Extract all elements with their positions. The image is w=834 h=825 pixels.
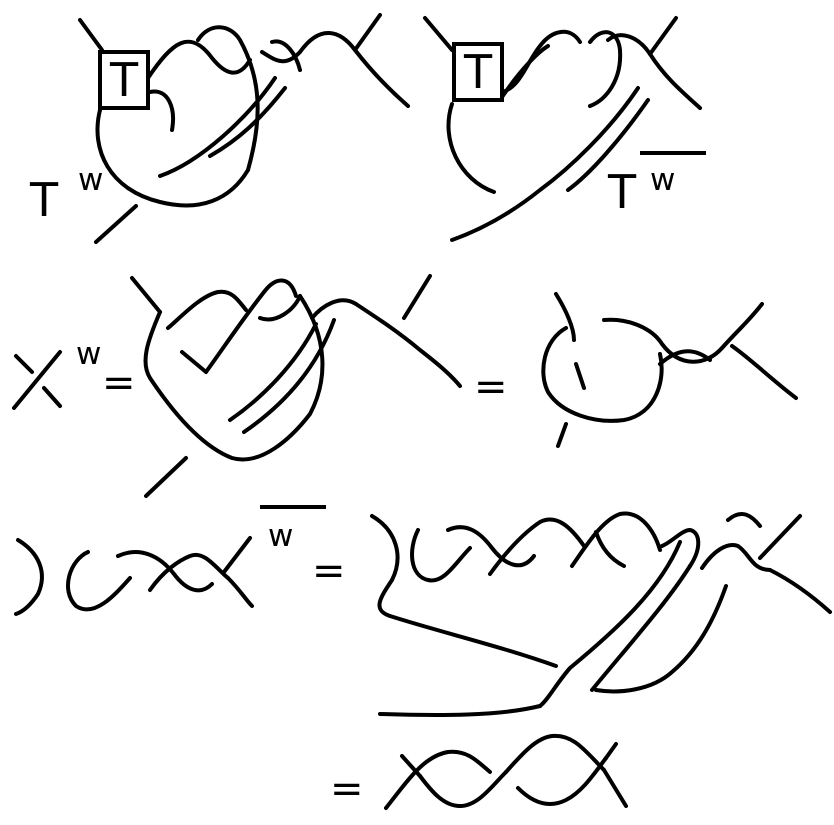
strand [770,570,830,612]
strand [760,516,800,558]
panel-crossing-w: w = = [14,276,796,496]
strand [590,32,620,106]
braid-strand [606,744,616,758]
strand [728,514,760,526]
strand [662,530,698,566]
superscript-w: w [650,162,675,198]
strand [182,352,206,372]
strand [145,296,322,459]
strand [16,540,42,614]
strand [168,292,246,328]
strand [150,91,173,130]
strand [380,706,540,715]
equals-sign: = [330,766,364,812]
superscript-w: w [268,518,293,554]
panel-twist-wbar: w = = [16,507,830,812]
strand [96,206,136,242]
strand [206,280,296,372]
strand [596,586,726,691]
panel-t-w: T T w [29,15,408,242]
superscript-w: w [76,336,101,372]
strand [572,513,660,566]
equals-sign: = [312,548,346,594]
strand [210,88,285,156]
strand [132,278,160,312]
strand [260,296,300,319]
strand [650,18,676,54]
strand [312,300,460,386]
crossing-strand [16,356,32,372]
strand [372,516,398,616]
braid-strand [604,770,626,806]
strand [576,364,584,388]
strand [412,530,470,580]
strand [272,41,300,70]
label-t: T [29,173,59,227]
strand [404,276,430,318]
strand [224,538,250,572]
equals-sign: = [474,364,508,410]
label-t: T [607,165,637,219]
panel-t-wbar: T T w [425,18,706,240]
strand [146,458,186,496]
crossing-strand [44,388,60,406]
strand [68,552,130,609]
box-label-t: T [463,45,493,99]
strand [355,15,380,50]
braid-strand [420,772,506,806]
strand [543,328,661,421]
braid-strand [518,758,606,804]
strand [732,346,796,398]
strand [230,324,316,420]
strand [490,519,584,574]
box-label-t: T [109,53,139,107]
strand [596,532,624,566]
strand [448,104,494,192]
strand [558,424,566,446]
equals-sign: = [102,360,136,406]
braid-strand [402,756,420,776]
braid-strand [506,736,604,772]
strand [425,18,452,50]
strand [80,20,102,50]
superscript-w: w [78,162,103,198]
strand [228,578,252,606]
strand [148,42,250,78]
strand [390,616,556,666]
